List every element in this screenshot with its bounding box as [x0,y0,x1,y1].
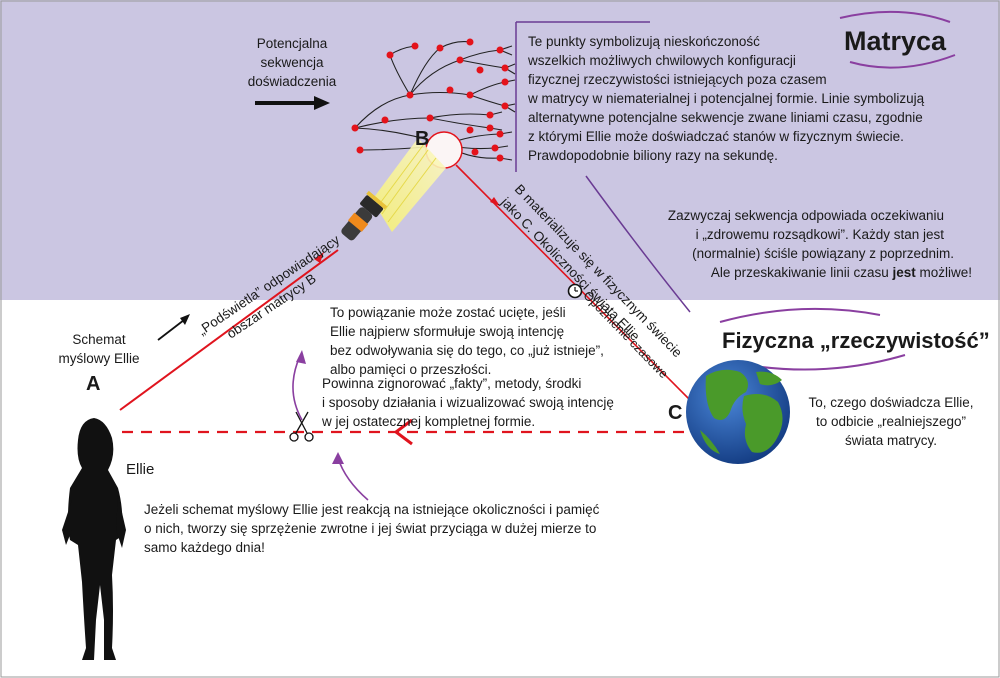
matrix-title: Matryca [844,26,947,56]
usually-line: (normalnie) ściśle powiązany z poprzedni… [692,246,954,261]
description-line: Te punkty symbolizują nieskończoność [528,34,760,49]
clock-icon [567,283,583,299]
flashlight-beam [372,138,446,232]
schema-arrow [157,314,190,341]
jump-before: Ale przeskakiwanie linii czasu [710,265,893,280]
jump-bold: jest [892,265,916,280]
usually-line: i „zdrowemu rozsądkowi”. Każdy stan jest [695,227,944,242]
schema-label: Schemat myślowy Ellie [40,330,158,368]
point-a-label: A [86,373,101,395]
point-c-label: C [668,402,683,424]
reflection-line: To, czego doświadcza Ellie, [808,395,974,410]
feedback-pointer [337,457,369,501]
potential-label-line: Potencjalna [256,36,328,51]
matrix-description: Te punkty symbolizują nieskończoność wsz… [528,32,968,165]
potential-arrow [255,96,330,110]
connector-line [585,175,691,313]
scissors-icon [289,411,314,442]
description-line: Prawdopodobnie biliony razy na sekundę. [528,148,778,163]
ellie-silhouette [62,418,126,660]
point-b-label: B [415,128,430,150]
description-line: alternatywne potencjalne sekwencje zwane… [528,110,923,125]
schema-line: myślowy Ellie [58,351,140,366]
reality-swoosh [719,307,881,323]
ignore-line: Powinna zignorować „fakty”, metody, środ… [322,376,582,391]
feedback-text: Jeżeli schemat myślowy Ellie jest reakcj… [144,500,664,557]
jump-after: możliwe! [915,265,972,280]
reflection-line: to odbicie „realniejszego” [815,414,967,429]
matryca-swoosh-bottom [849,54,956,69]
schema-line: Schemat [72,332,126,347]
feedback-line: Jeżeli schemat myślowy Ellie jest reakcj… [144,502,600,517]
feedback-line: o nich, tworzy się sprzężenie zwrotne i … [144,521,597,536]
cut-line: albo pamięci o przeszłości. [330,362,492,377]
matryca-swoosh [839,10,951,23]
feedback-line [122,418,696,446]
ignore-line: i sposoby działania i wizualizować swoją… [322,395,614,410]
reflection-line: świata matrycy. [844,433,937,448]
flashlight-icon [341,190,388,241]
cut-text: To powiązanie może zostać ucięte, jeśli … [330,303,630,379]
arrow-a-to-b [119,249,339,411]
description-line: wszelkich możliwych chwilowych konfigura… [528,53,796,68]
usually-line: Zazwyczaj sekwencja odpowiada oczekiwani… [667,208,944,223]
jump-line: Ale przeskakiwanie linii czasu jest możl… [600,263,980,282]
cut-pointer [292,355,303,421]
reflection-text: To, czego doświadcza Ellie, to odbicie „… [796,393,986,450]
ignore-line: w jej ostatecznej kompletnej formie. [322,414,536,429]
description-line: fizycznej rzeczywistości istniejących po… [528,72,827,87]
arrow-b-to-c [455,164,691,401]
cut-line: To powiązanie może zostać ucięte, jeśli [330,305,566,320]
ellie-label: Ellie [126,461,155,478]
cut-line: bez odwoływania się do tego, co „już ist… [330,343,604,358]
ignore-text: Powinna zignorować „fakty”, metody, środ… [322,374,642,431]
potential-label-line: doświadczenia [247,74,337,89]
globe-icon [686,360,790,464]
cut-line: Ellie najpierw sformułuje swoją intencję [330,324,565,339]
potential-label-line: sekwencja [260,55,324,70]
reality-title: Fizyczna „rzeczywistość” [722,328,990,353]
timeline-nodes [351,38,509,162]
feedback-line: samo każdego dnia! [144,540,265,555]
description-line: w matrycy w niematerialnej i potencjalne… [528,91,925,106]
beam-rays [377,143,437,223]
usually-text: Zazwyczaj sekwencja odpowiada oczekiwani… [600,206,980,282]
potential-label: Potencjalna sekwencja doświadczenia [232,34,352,91]
description-line: z którymi Ellie może doświadczać stanów … [528,129,904,144]
